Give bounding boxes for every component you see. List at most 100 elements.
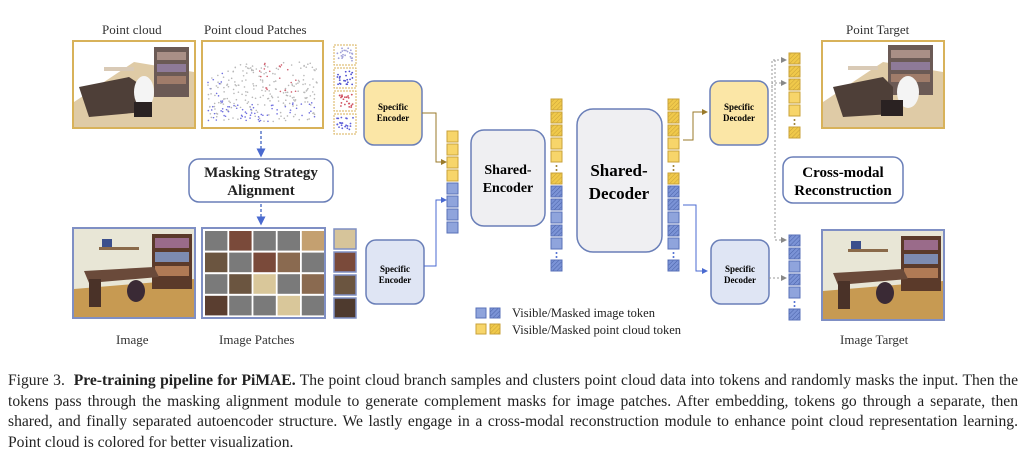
masked-image-token (550, 198, 563, 211)
point (344, 79, 347, 82)
point (225, 108, 228, 111)
masked-image-token (788, 308, 801, 321)
point (348, 128, 351, 131)
point (244, 116, 246, 118)
point (346, 83, 349, 86)
point (270, 95, 273, 98)
point (349, 125, 352, 128)
point (242, 74, 245, 77)
point (227, 85, 230, 88)
point (341, 127, 344, 130)
point (306, 101, 309, 103)
image-patch-thumbnails (333, 228, 357, 319)
point (261, 79, 264, 81)
point (284, 119, 287, 122)
point (287, 84, 290, 87)
point (288, 102, 291, 105)
point (246, 67, 249, 69)
point (294, 113, 297, 116)
point (239, 106, 242, 109)
point (348, 102, 351, 105)
point (274, 80, 277, 82)
point (309, 104, 312, 106)
point (303, 65, 305, 67)
point (266, 66, 269, 68)
point (233, 102, 235, 105)
point (209, 113, 212, 115)
point (340, 105, 342, 107)
point (259, 79, 262, 81)
point (249, 67, 252, 69)
point (339, 51, 342, 54)
point (337, 73, 339, 76)
image-patch-thumb (333, 274, 357, 296)
masked-image-token (667, 198, 680, 211)
point (313, 93, 316, 96)
point (232, 117, 234, 119)
point (217, 86, 219, 89)
point (212, 78, 215, 81)
masked-point-token (550, 124, 563, 137)
point-cloud-patches-image (201, 40, 324, 129)
point (261, 81, 264, 83)
shared-encoder-line2: Encoder (483, 181, 534, 196)
point (312, 112, 314, 115)
token-column-decoded (667, 98, 680, 272)
point (346, 127, 349, 130)
point (215, 92, 218, 95)
point (252, 85, 255, 87)
masked-point-token (788, 52, 801, 65)
point (307, 87, 309, 90)
point (212, 116, 215, 119)
point (336, 123, 339, 126)
masked-image-token (788, 273, 801, 286)
legend-visible-image-swatch (475, 307, 487, 319)
point (222, 103, 225, 105)
image-target-image (821, 229, 945, 321)
point (213, 105, 216, 108)
masked-image-patch (229, 252, 252, 273)
point (344, 96, 346, 99)
point (282, 102, 285, 104)
masked-image-token (788, 247, 801, 260)
masked-point-token (788, 65, 801, 78)
point (293, 99, 295, 101)
point (270, 104, 273, 107)
point (310, 110, 312, 113)
point (210, 116, 213, 119)
point (244, 111, 247, 113)
token-ellipsis (555, 165, 558, 167)
visible-image-patch (277, 252, 300, 273)
point (306, 89, 308, 91)
point (251, 65, 254, 67)
point (275, 88, 277, 91)
image-label: Image (116, 332, 149, 347)
point (207, 93, 210, 96)
point (312, 78, 314, 80)
point (259, 119, 262, 122)
point (228, 79, 230, 81)
point-target-label: Point Target (846, 22, 910, 37)
visible-image-token (667, 211, 680, 224)
point (256, 111, 259, 114)
point (264, 90, 267, 92)
point (342, 98, 345, 101)
point (278, 65, 281, 67)
point-cloud-patches-label: Point cloud Patches (204, 22, 307, 37)
point (214, 94, 216, 97)
point (265, 71, 267, 74)
point (338, 79, 341, 82)
point (207, 84, 209, 86)
masked-image-patch (277, 274, 300, 294)
masked-image-patch (301, 295, 324, 316)
image-patch-thumb (333, 228, 357, 250)
masked-image-patch (253, 295, 276, 316)
point (315, 68, 318, 70)
point (272, 120, 274, 123)
visible-image-token (550, 237, 563, 250)
arrow-tokens-to-pc-decoder (683, 109, 708, 141)
point (350, 104, 353, 107)
point (269, 100, 271, 102)
visible-point-token (788, 91, 801, 104)
point (347, 96, 350, 99)
